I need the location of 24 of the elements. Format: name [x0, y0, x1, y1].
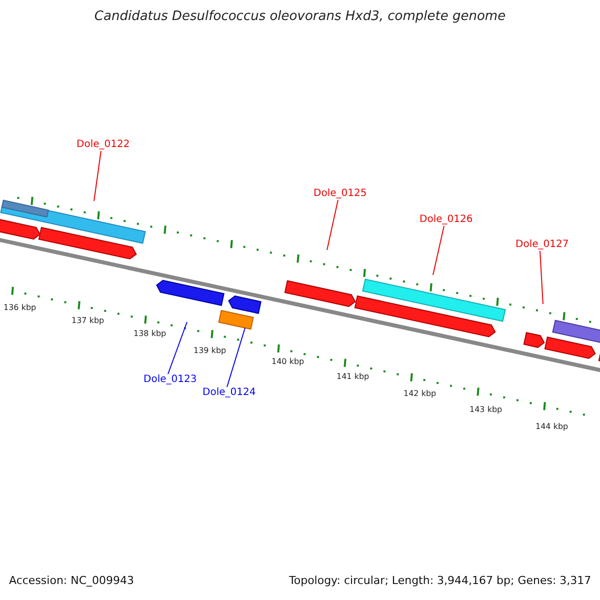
leader-line [432, 226, 444, 276]
gene-label: Dole_0124 [202, 387, 256, 399]
leader-line [168, 322, 188, 374]
gene-label: Dole_0127 [516, 239, 569, 251]
scale-label: 137 kbp [72, 316, 104, 326]
scale-label: 142 kbp [404, 389, 436, 399]
leader-line [326, 200, 338, 250]
gene-label: Dole_0126 [420, 214, 473, 226]
accession-text: Accession: NC_009943 [9, 574, 134, 588]
gene-label: Dole_0122 [76, 139, 130, 151]
scale-label: 136 kbp [4, 303, 36, 313]
leader-line [226, 328, 246, 388]
scale-label: 141 kbp [336, 372, 370, 382]
scale-label: 144 kbp [536, 422, 568, 432]
title: Candidatus Desulfococcus oleovorans Hxd3, complete genome [93, 9, 507, 25]
genome-info-text: Topology: circular; Length: 3,944,167 bp; Genes: 3,317 [289, 574, 592, 588]
gene-label: Dole_0123 [144, 374, 197, 386]
leader-line [540, 250, 544, 304]
scale-label: 139 kbp [194, 346, 226, 356]
scale-label: 143 kbp [470, 405, 502, 415]
leader-line [94, 150, 102, 202]
scale-label: 138 kbp [134, 329, 166, 339]
scale-label: 140 kbp [272, 357, 304, 367]
gene-label: Dole_0125 [314, 188, 367, 200]
